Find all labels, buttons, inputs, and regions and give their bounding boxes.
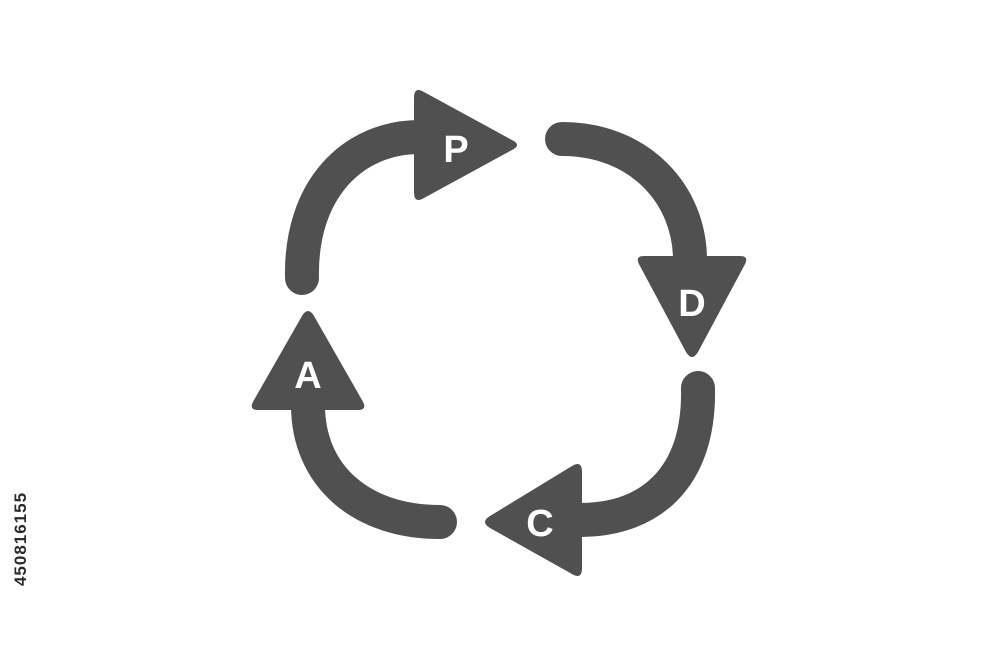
step-label-p: P [443,129,468,171]
arrow-head-d [637,256,747,357]
arrow-head-p [414,90,517,200]
stock-image-id: 450816155 [4,434,38,644]
step-p: P [414,90,517,200]
arc-d-to-c [563,371,716,537]
arrow-head-c [485,464,582,576]
step-label-c: C [526,503,553,545]
arc-a-to-p [284,120,437,295]
step-c: C [485,464,582,576]
arrow-head-a [251,311,365,410]
step-a: A [251,311,365,410]
arc-p-to-d [545,122,707,277]
arc-c-to-a [291,388,457,539]
step-d: D [637,256,747,357]
stock-image-id-text: 450816155 [11,491,30,587]
step-label-a: A [294,355,321,397]
step-label-d: D [678,283,705,325]
